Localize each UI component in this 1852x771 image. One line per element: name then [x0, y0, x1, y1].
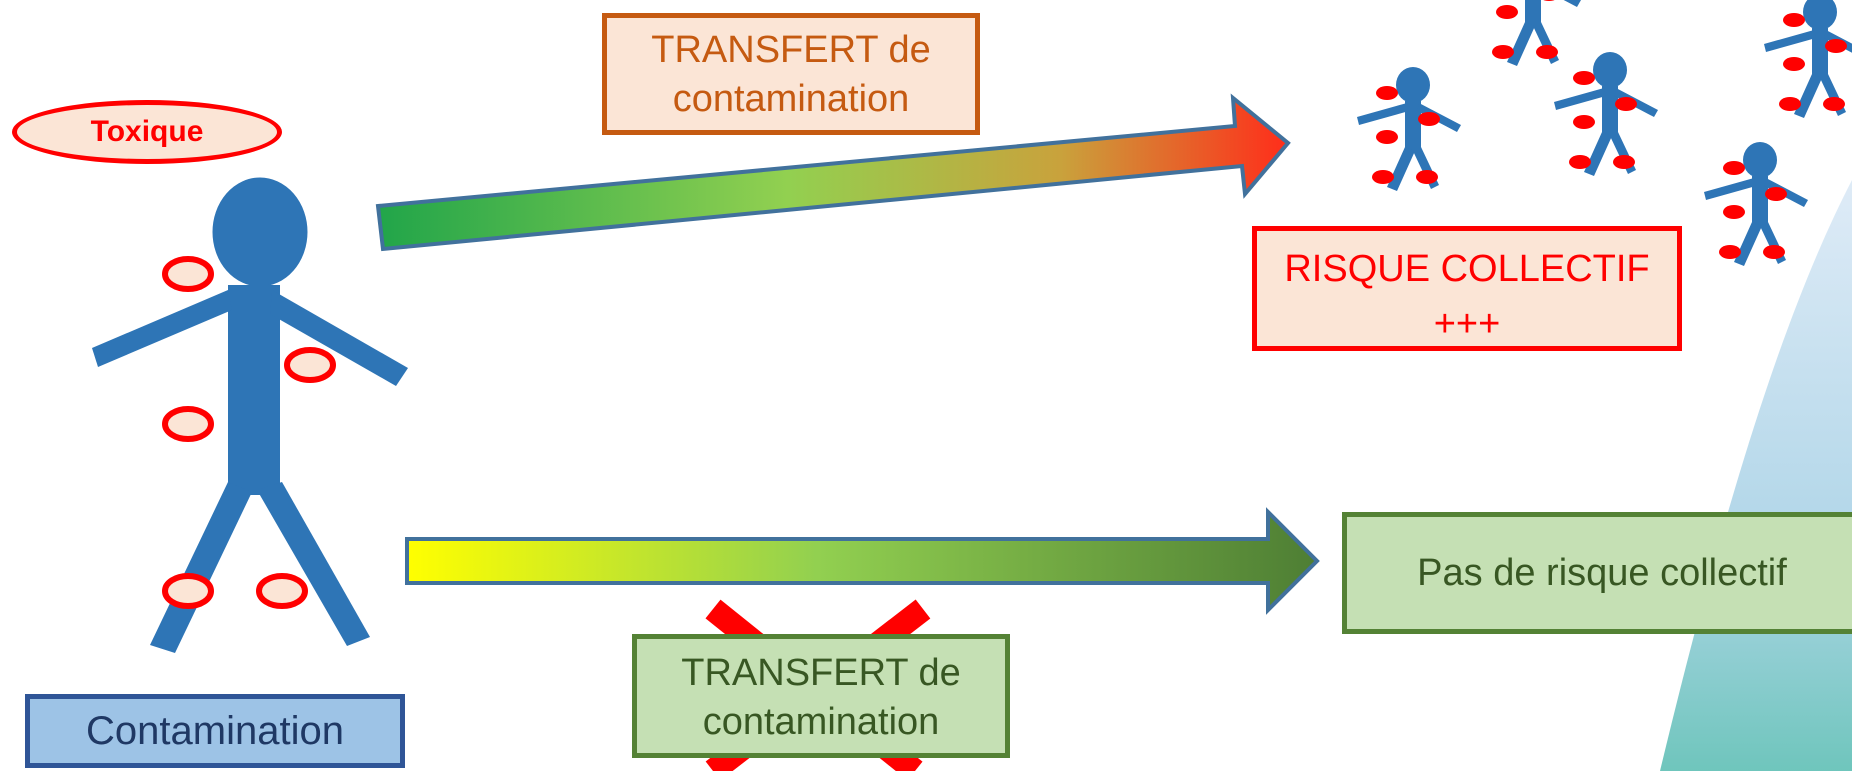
contamination-spot — [162, 406, 214, 442]
small-figure-leg — [1734, 222, 1762, 266]
small-figure-spot — [1723, 205, 1745, 219]
small-figure-spot — [1569, 155, 1591, 169]
small-figure-spot — [1723, 161, 1745, 175]
small-figure-spot — [1783, 57, 1805, 71]
small-figure-spot — [1765, 187, 1787, 201]
transfer-arrow-bottom — [405, 507, 1320, 615]
small-figure-body — [1405, 101, 1421, 151]
small-figure-head — [1396, 67, 1430, 103]
figure-right-leg — [257, 482, 370, 646]
small-figure-spot — [1372, 170, 1394, 184]
small-figure — [1357, 67, 1461, 191]
small-figure — [1704, 142, 1808, 266]
toxique-badge: Toxique — [12, 100, 282, 164]
transfer-arrow-top — [375, 93, 1291, 252]
small-figure-leg — [1794, 74, 1822, 118]
figure-left-leg — [150, 482, 252, 653]
figure-left-arm — [92, 290, 232, 367]
stick-figure — [92, 177, 408, 653]
small-figure-spot — [1418, 112, 1440, 126]
small-figure-spot — [1496, 5, 1518, 19]
small-figure-head — [1743, 142, 1777, 178]
figure-right-arm — [270, 290, 408, 386]
small-figure-arm — [1554, 88, 1606, 110]
small-figure-head — [1593, 52, 1627, 88]
transfer-label-top-line2: contamination — [672, 78, 910, 121]
small-figure-spot — [1615, 97, 1637, 111]
small-figure-head — [1803, 0, 1837, 30]
small-figure-spot — [1783, 13, 1805, 27]
small-figure — [1764, 0, 1852, 118]
small-figure-spot — [1416, 170, 1438, 184]
small-figure-body — [1525, 0, 1541, 26]
small-figure-spot — [1573, 71, 1595, 85]
small-figure-body — [1752, 176, 1768, 226]
small-figure-arm — [1357, 103, 1409, 125]
small-figure-leg — [1507, 22, 1535, 66]
collective-figures — [1357, 0, 1852, 266]
small-figure-spot — [1573, 115, 1595, 129]
transfer-label-bottom-line2: contamination — [702, 701, 940, 744]
collective-risk-line2: +++ — [1433, 303, 1501, 346]
small-figure-spot — [1823, 97, 1845, 111]
small-figure-body — [1602, 86, 1618, 136]
small-figure-arm — [1764, 30, 1816, 52]
small-figure-arm — [1563, 0, 1581, 7]
small-figure-spot — [1492, 45, 1514, 59]
figure-body — [228, 285, 280, 495]
transfer-label-bottom: TRANSFERT de contamination — [632, 634, 1010, 758]
contamination-spot — [284, 347, 336, 383]
contamination-spots — [162, 256, 336, 609]
contamination-spot — [256, 573, 308, 609]
collective-risk-box: RISQUE COLLECTIF +++ — [1252, 226, 1682, 351]
collective-risk-line1: RISQUE COLLECTIF — [1284, 248, 1650, 290]
small-figure-body — [1812, 28, 1828, 78]
small-figure-spot — [1376, 130, 1398, 144]
small-figure — [1492, 0, 1581, 66]
small-figure-spot — [1825, 39, 1847, 53]
transfer-label-top: TRANSFERT de contamination — [602, 13, 980, 135]
small-figure-leg — [1387, 147, 1415, 191]
small-figure — [1554, 52, 1658, 176]
background-swoosh — [1660, 180, 1852, 771]
transfer-label-top-line1: TRANSFERT de — [651, 29, 931, 71]
transfer-label-bottom-line1: TRANSFERT de — [681, 652, 961, 694]
contamination-spot — [162, 256, 214, 292]
small-figure-spot — [1613, 155, 1635, 169]
small-figure-spot — [1763, 245, 1785, 259]
small-figure-spot — [1719, 245, 1741, 259]
no-risk-box: Pas de risque collectif — [1342, 512, 1852, 634]
figure-head — [212, 177, 308, 287]
small-figure-spot — [1543, 0, 1555, 1]
small-figure-spot — [1779, 97, 1801, 111]
small-figure-arm — [1704, 178, 1756, 200]
small-figure-spot — [1376, 86, 1398, 100]
small-figure-leg — [1584, 132, 1612, 176]
contamination-label: Contamination — [25, 694, 405, 768]
contamination-spot — [162, 573, 214, 609]
small-figure-spot — [1536, 45, 1558, 59]
